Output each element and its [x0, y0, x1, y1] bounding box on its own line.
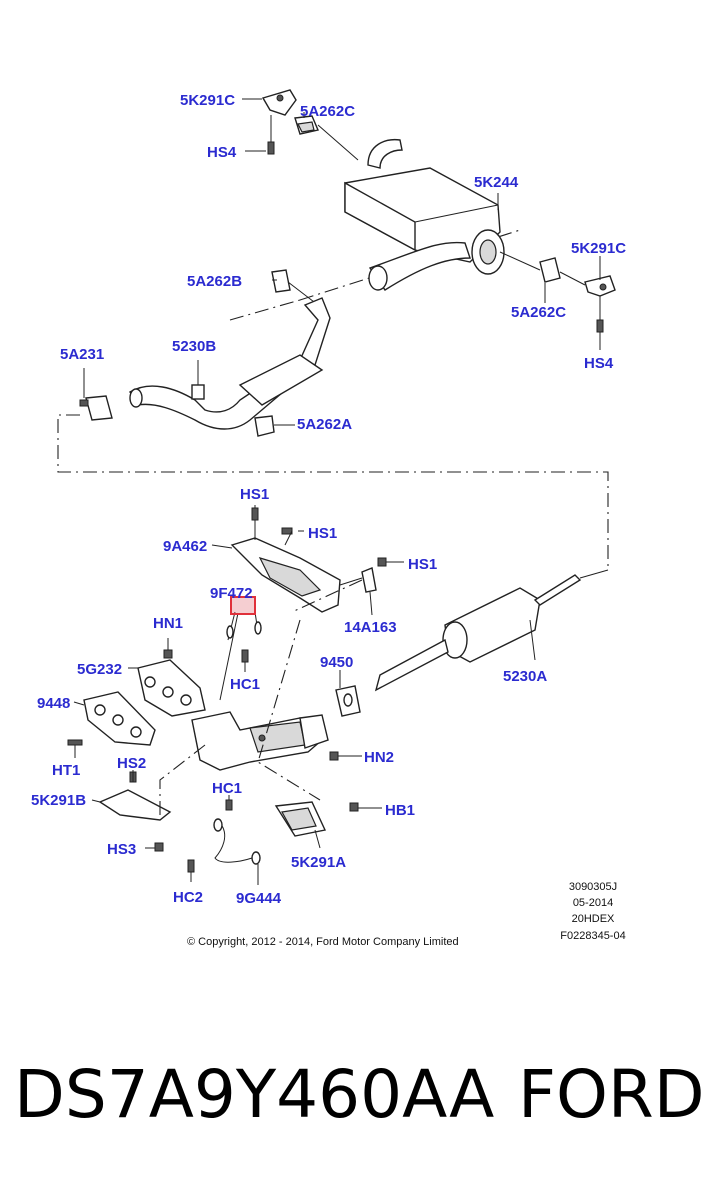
heat-shield-5k291a: [274, 801, 327, 849]
label-hn2: HN2: [364, 749, 394, 766]
label-hs1-a: HS1: [240, 486, 269, 503]
label-5a262b: 5A262B: [187, 273, 242, 290]
isolator-5a262b: [271, 269, 319, 306]
rear-muffler-5k244: [344, 138, 505, 291]
label-5k291b: 5K291B: [31, 792, 86, 809]
copyright-notice: © Copyright, 2012 - 2014, Ford Motor Com…: [187, 936, 459, 948]
top-hanger-assembly: [242, 89, 359, 161]
label-5230b: 5230B: [172, 338, 216, 355]
exhaust-manifold-5g232: [128, 659, 206, 717]
label-14a163: 14A163: [344, 619, 397, 636]
label-hs2: HS2: [117, 755, 146, 772]
meta-line-3: 20HDEX: [572, 913, 615, 925]
center-pipe-5230b: [129, 297, 331, 430]
meta-line-1: 3090305J: [569, 881, 617, 893]
label-hs4-top: HS4: [207, 144, 237, 161]
footer-brand: FORD: [518, 1056, 705, 1133]
label-hs1-c: HS1: [408, 556, 437, 573]
footer-part-number: DS7A9Y460AA: [14, 1056, 495, 1133]
routing-line-lower: [159, 579, 363, 818]
label-5k291c-right: 5K291C: [571, 240, 626, 257]
gasket-14a163: [339, 567, 377, 616]
label-5a262c-right: 5A262C: [511, 304, 566, 321]
label-5a262c-top: 5A262C: [300, 103, 355, 120]
manifold-gasket-9448: [73, 691, 156, 746]
label-9448: 9448: [37, 695, 70, 712]
heat-shield-9a462: [211, 505, 404, 613]
label-5k291c-top: 5K291C: [180, 92, 235, 109]
fasteners-lower: [67, 638, 382, 882]
label-hc2: HC2: [173, 889, 203, 906]
catalytic-converter: [191, 711, 329, 771]
label-hn1: HN1: [153, 615, 183, 632]
label-hc1-b: HC1: [212, 780, 242, 797]
label-9a462: 9A462: [163, 538, 207, 555]
label-hs3: HS3: [107, 841, 136, 858]
front-muffler-5230a: [374, 569, 609, 692]
isolator-5a262a: [254, 415, 295, 437]
label-9f472: 9F472: [210, 585, 253, 602]
oxygen-sensor-9g444: [213, 818, 261, 885]
oxygen-sensor-9f472: [219, 611, 262, 701]
gasket-9450: [335, 670, 361, 717]
label-5230a: 5230A: [503, 668, 547, 685]
meta-line-4: F0228345-04: [560, 930, 625, 942]
meta-line-2: 05-2014: [573, 897, 613, 909]
clamp-5a231: [79, 368, 113, 421]
exhaust-system-diagram: 5K291C 5A262C HS4 5K244 5K291C 5A262B 5A…: [31, 89, 626, 948]
heat-shield-5k291b: [91, 789, 172, 821]
highlighted-part-marker: [230, 596, 256, 615]
label-5k291a: 5K291A: [291, 854, 346, 871]
label-5g232: 5G232: [77, 661, 122, 678]
right-hanger-assembly: [499, 251, 616, 350]
label-5a231: 5A231: [60, 346, 104, 363]
label-hc1-a: HC1: [230, 676, 260, 693]
label-5k244: 5K244: [474, 174, 519, 191]
label-hs4-right: HS4: [584, 355, 614, 372]
label-ht1: HT1: [52, 762, 80, 779]
label-5a262a: 5A262A: [297, 416, 352, 433]
label-9450: 9450: [320, 654, 353, 671]
label-hb1: HB1: [385, 802, 415, 819]
label-9g444: 9G444: [236, 890, 282, 907]
label-hs1-b: HS1: [308, 525, 337, 542]
